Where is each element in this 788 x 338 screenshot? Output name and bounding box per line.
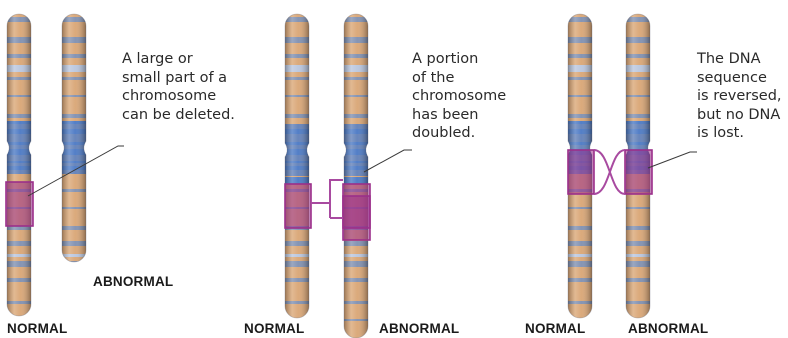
description-line: A portion	[412, 50, 506, 69]
duplicated-segment-highlight-lower	[343, 196, 370, 240]
description-line: is lost.	[697, 124, 782, 143]
description-line: sequence	[697, 69, 782, 88]
duplication-pointer-line	[364, 150, 412, 172]
description-line: has been	[412, 106, 506, 125]
deleted-segment-highlight	[6, 182, 33, 226]
description-line: chromosome	[412, 87, 506, 106]
normal-label-deletion: NORMAL	[7, 321, 67, 336]
abnormal-label-duplication: ABNORMAL	[379, 321, 459, 336]
normal-chromosome-duplication	[285, 14, 309, 318]
description-line: but no DNA	[697, 106, 782, 125]
description-line: is reversed,	[697, 87, 782, 106]
description-line: doubled.	[412, 124, 506, 143]
description-line: can be deleted.	[122, 106, 235, 125]
duplication-description: A portion of the chromosome has been dou…	[412, 50, 506, 143]
description-line: The DNA	[697, 50, 782, 69]
inversion-pointer-line	[648, 152, 697, 168]
normal-chromosome-deletion	[7, 14, 31, 316]
description-line: of the	[412, 69, 506, 88]
normal-label-duplication: NORMAL	[244, 321, 304, 336]
description-line: small part of a	[122, 69, 235, 88]
abnormal-label-inversion: ABNORMAL	[628, 321, 708, 336]
description-line: A large or	[122, 50, 235, 69]
abnormal-label-deletion: ABNORMAL	[93, 274, 173, 289]
normal-label-inversion: NORMAL	[525, 321, 585, 336]
description-line: chromosome	[122, 87, 235, 106]
deletion-description: A large or small part of a chromosome ca…	[122, 50, 235, 124]
original-segment-highlight	[285, 184, 311, 228]
abnormal-chromosome-deletion	[62, 14, 86, 267]
normal-segment-highlight-inversion	[568, 150, 594, 194]
inversion-description: The DNA sequence is reversed, but no DNA…	[697, 50, 782, 143]
duplication-connector	[311, 180, 343, 218]
abnormal-chromosome-duplication	[344, 14, 368, 338]
inverted-segment-highlight	[625, 150, 652, 194]
inversion-cross-arrows	[594, 150, 625, 194]
